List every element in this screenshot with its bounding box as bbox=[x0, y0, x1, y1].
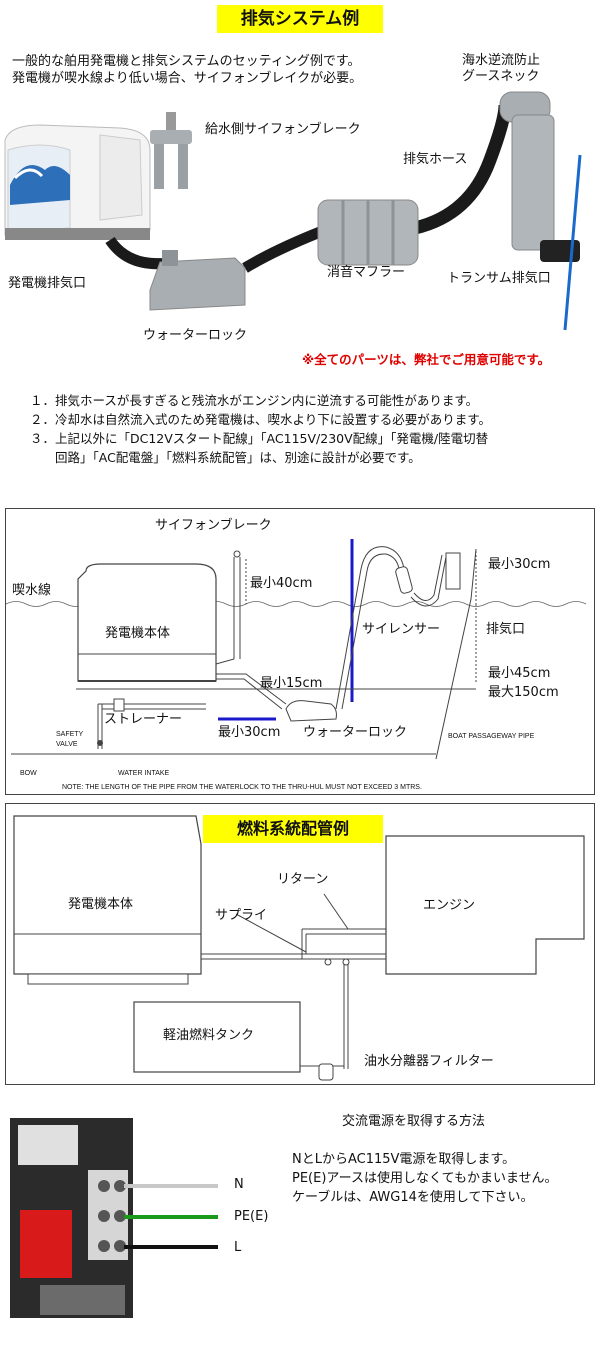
label-waterlock: ウォーターロック bbox=[143, 328, 248, 343]
fuel-diagram-lines bbox=[13, 815, 585, 1081]
fuel-diagram-panel bbox=[5, 803, 595, 1085]
diag-safety-1: SAFETY bbox=[56, 731, 84, 738]
diag-min40: 最小40cm bbox=[250, 576, 313, 591]
parts-note: ※全てのパーツは、弊社でご用意可能です。 bbox=[302, 352, 551, 367]
fuel-title: 燃料系統配管例 bbox=[203, 815, 383, 843]
power-pe-label: PE(E) bbox=[234, 1209, 269, 1224]
exhaust-intro-1: 一般的な舶用発電機と排気システムのセッティング例です。 bbox=[12, 54, 361, 69]
power-line-2: PE(E)アースは使用しなくてもかまいません。 bbox=[292, 1171, 558, 1186]
label-transom: トランサム排気口 bbox=[447, 271, 551, 286]
waterlock-device bbox=[149, 250, 246, 311]
note-1: １．排気ホースが長すぎると残流水がエンジン内に逆流する可能性があります。 bbox=[30, 393, 479, 408]
installation-diagram-panel bbox=[5, 508, 595, 795]
power-n-label: N bbox=[234, 1177, 244, 1192]
diag-waterline: 喫水線 bbox=[12, 583, 52, 598]
label-hose: 排気ホース bbox=[403, 152, 468, 167]
exhaust-intro-2: 発電機が喫水線より低い場合、サイフォンブレイクが必要。 bbox=[12, 71, 363, 86]
label-gooseneck-1: 海水逆流防止 bbox=[462, 53, 541, 68]
gooseneck-device bbox=[499, 91, 580, 262]
diag-passageway: BOAT PASSAGEWAY PIPE bbox=[448, 733, 535, 740]
diag-waterlock: ウォーターロック bbox=[303, 725, 408, 740]
diag-generator-body: 発電機本体 bbox=[105, 626, 171, 641]
power-line-1: NとLからAC115V電源を取得します。 bbox=[292, 1152, 516, 1167]
fuel-filter: 油水分離器フィルター bbox=[364, 1054, 494, 1069]
power-title: 交流電源を取得する方法 bbox=[342, 1114, 486, 1129]
fuel-generator-body: 発電機本体 bbox=[68, 897, 134, 912]
diag-water-intake: WATER INTAKE bbox=[118, 770, 170, 777]
exhaust-title: 排気システム例 bbox=[217, 5, 383, 33]
generator-illustration bbox=[4, 124, 151, 240]
power-line-3: ケーブルは、AWG14を使用して下さい。 bbox=[292, 1190, 534, 1205]
label-gooseneck-2: グースネック bbox=[462, 69, 540, 84]
diag-min30-top: 最小30cm bbox=[488, 557, 551, 572]
diag-min15: 最小15cm bbox=[260, 676, 323, 691]
label-generator-exhaust: 発電機排気口 bbox=[8, 276, 87, 291]
diag-safety-2: VALVE bbox=[56, 741, 78, 748]
diag-min45: 最小45cm bbox=[488, 666, 551, 681]
diag-min30-bottom: 最小30cm bbox=[218, 725, 281, 740]
fuel-tank: 軽油燃料タンク bbox=[163, 1028, 255, 1043]
diag-max150: 最大150cm bbox=[488, 685, 559, 700]
diag-footnote: NOTE: THE LENGTH OF THE PIPE FROM THE WA… bbox=[62, 784, 422, 791]
diag-silencer: サイレンサー bbox=[362, 622, 441, 637]
diag-siphon-break: サイフォンブレーク bbox=[155, 518, 272, 533]
diag-strainer: ストレーナー bbox=[104, 712, 183, 727]
fuel-return: リターン bbox=[277, 872, 329, 887]
diag-exhaust-port: 排気口 bbox=[486, 622, 526, 637]
note-3: ３．上記以外に「DC12Vスタート配線」「AC115V/230V配線」「発電機/… bbox=[30, 431, 489, 446]
diag-bow: BOW bbox=[20, 770, 37, 777]
installation-diagram-lines bbox=[6, 539, 587, 760]
fuel-supply: サプライ bbox=[215, 908, 268, 923]
siphon-break-device bbox=[150, 112, 192, 189]
fuel-engine: エンジン bbox=[423, 898, 476, 913]
label-siphon: 給水側サイフォンブレーク bbox=[205, 122, 361, 137]
muffler-device bbox=[317, 199, 419, 266]
note-4: 回路」「AC配電盤」「燃料系統配管」は、別途に設計が必要です。 bbox=[30, 450, 421, 465]
exhaust-illustration bbox=[4, 91, 582, 331]
note-2: ２．冷却水は自然流入式のため発電機は、喫水より下に設置する必要があります。 bbox=[30, 412, 492, 427]
label-muffler: 消音マフラー bbox=[327, 265, 406, 280]
power-l-label: L bbox=[234, 1240, 242, 1255]
